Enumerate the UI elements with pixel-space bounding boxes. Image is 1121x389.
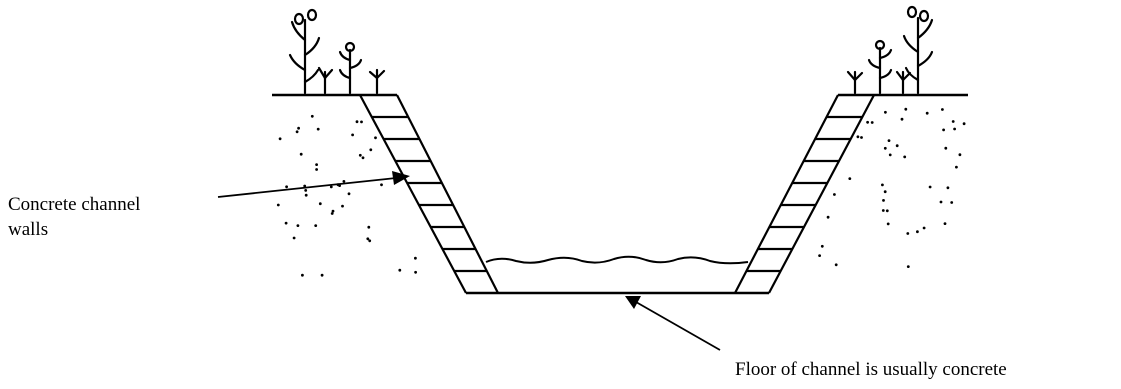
soil-dot <box>848 177 852 181</box>
soil-dot <box>285 185 288 189</box>
right-channel-wall <box>734 94 875 294</box>
soil-dot <box>361 156 365 160</box>
soil-dot <box>925 111 929 115</box>
floor-arrow <box>625 296 721 351</box>
soil-dot <box>316 127 320 131</box>
plants-right <box>846 5 934 95</box>
soil-dot <box>944 146 948 150</box>
soil-dot <box>320 273 324 277</box>
soil-dot <box>942 128 945 132</box>
soil-dot <box>374 136 377 140</box>
soil-dot <box>414 256 417 260</box>
soil-dot <box>351 133 354 137</box>
soil-dot <box>881 209 885 212</box>
soil-dot <box>278 137 282 141</box>
soil-dot <box>369 148 373 152</box>
soil-dot <box>888 153 892 157</box>
soil-dot <box>951 120 955 123</box>
plants-left <box>288 8 386 95</box>
soil-dot <box>895 144 899 148</box>
soil-dot <box>939 200 943 204</box>
soil-dot <box>903 155 907 159</box>
soil-dot <box>315 163 318 167</box>
soil-dot <box>341 204 344 208</box>
soil-dot <box>355 120 359 124</box>
soil-dot <box>904 107 908 111</box>
soil-dot <box>928 185 932 189</box>
soil-dot <box>906 265 910 268</box>
soil-dot <box>882 199 885 202</box>
soil-dot <box>941 108 944 111</box>
soil-dot <box>916 230 919 234</box>
soil-dot <box>368 239 372 243</box>
soil-dot <box>883 190 887 194</box>
left-wall-blocks <box>371 115 487 273</box>
soil-dot <box>826 215 830 219</box>
floor-label: Floor of channel is usually concrete <box>735 359 1007 380</box>
walls-label-line2: walls <box>8 219 49 240</box>
soil-dot <box>870 121 874 124</box>
soil-dot <box>303 184 307 188</box>
soil-dot <box>943 222 947 226</box>
soil-dot <box>347 192 351 196</box>
soil-dot <box>900 117 904 121</box>
walls-label: Concrete channel walls <box>8 192 140 242</box>
soil-dot <box>950 201 954 204</box>
soil-dot <box>884 110 887 114</box>
soil-dot <box>304 189 308 192</box>
soil-dot <box>414 270 417 274</box>
soil-dot <box>398 268 402 272</box>
soil-dot <box>314 224 318 228</box>
soil-dot <box>958 153 962 157</box>
soil-dot <box>886 222 890 226</box>
soil-dot <box>962 122 966 126</box>
soil-dot <box>330 212 334 215</box>
soil-dot <box>887 139 891 143</box>
soil-dot <box>315 168 318 171</box>
soil-dot <box>946 186 950 190</box>
soil-texture <box>276 107 966 277</box>
soil-dot <box>955 165 958 169</box>
soil-dot <box>367 225 371 229</box>
soil-dot <box>331 209 335 213</box>
soil-dot <box>885 209 889 213</box>
soil-dot <box>284 221 288 225</box>
soil-dot <box>292 236 296 240</box>
left-channel-wall <box>359 94 499 294</box>
soil-dot <box>296 224 300 228</box>
soil-dot <box>360 120 363 124</box>
soil-dot <box>820 244 824 248</box>
soil-dot <box>856 135 860 139</box>
soil-dot <box>953 127 956 131</box>
walls-arrow <box>217 171 410 198</box>
soil-dot <box>318 202 322 206</box>
soil-dot <box>301 273 304 277</box>
soil-dot <box>883 146 887 150</box>
soil-dot <box>304 193 308 197</box>
soil-dot <box>358 153 362 157</box>
right-wall-blocks <box>746 115 863 273</box>
soil-dot <box>834 263 838 267</box>
soil-dot <box>299 152 303 156</box>
soil-dot <box>297 126 300 130</box>
water-surface <box>485 255 749 265</box>
soil-dot <box>295 130 299 134</box>
soil-dot <box>922 226 926 230</box>
soil-dot <box>342 180 346 183</box>
soil-dot <box>366 237 370 241</box>
soil-dot <box>310 114 314 118</box>
soil-dot <box>329 185 333 189</box>
soil-dot <box>833 193 836 196</box>
soil-dot <box>860 136 863 139</box>
soil-dot <box>818 254 821 257</box>
soil-dot <box>380 183 383 187</box>
walls-label-line1: Concrete channel <box>8 194 141 215</box>
soil-dot <box>881 183 884 187</box>
soil-dot <box>866 120 869 124</box>
soil-dot <box>276 203 280 207</box>
soil-dot <box>906 232 910 235</box>
